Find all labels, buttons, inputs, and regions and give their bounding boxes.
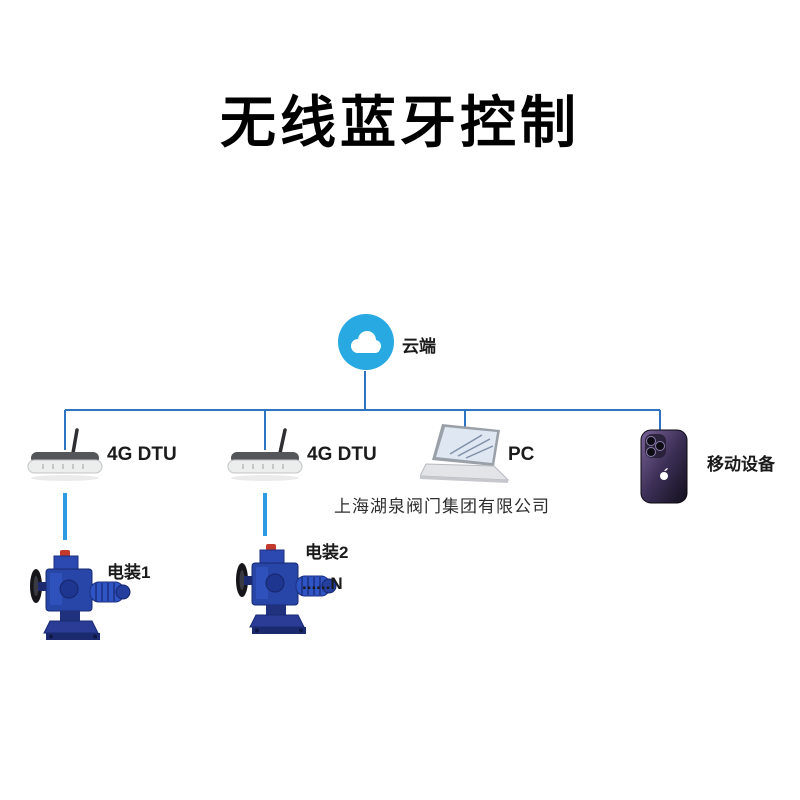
actuator2-more-label: ......N: [302, 574, 343, 593]
pc-label: PC: [508, 444, 535, 465]
laptop-icon: [419, 424, 512, 493]
dtu2-label: 4G DTU: [307, 444, 377, 465]
router-icon: [25, 426, 105, 495]
valve-actuator-icon: [226, 542, 338, 643]
smartphone-icon: [630, 428, 702, 511]
router-icon: [225, 426, 305, 495]
cloud-icon: [337, 313, 395, 371]
mobile-label: 移动设备: [707, 455, 775, 474]
dtu1-label: 4G DTU: [107, 444, 177, 465]
cloud-label: 云端: [402, 337, 436, 356]
watermark-text: 上海湖泉阀门集团有限公司: [334, 497, 550, 516]
valve-actuator-icon: [20, 548, 132, 649]
actuator2-label: 电装2: [305, 543, 349, 562]
actuator1-label: 电装1: [107, 563, 151, 582]
page-title: 无线蓝牙控制: [220, 91, 580, 154]
